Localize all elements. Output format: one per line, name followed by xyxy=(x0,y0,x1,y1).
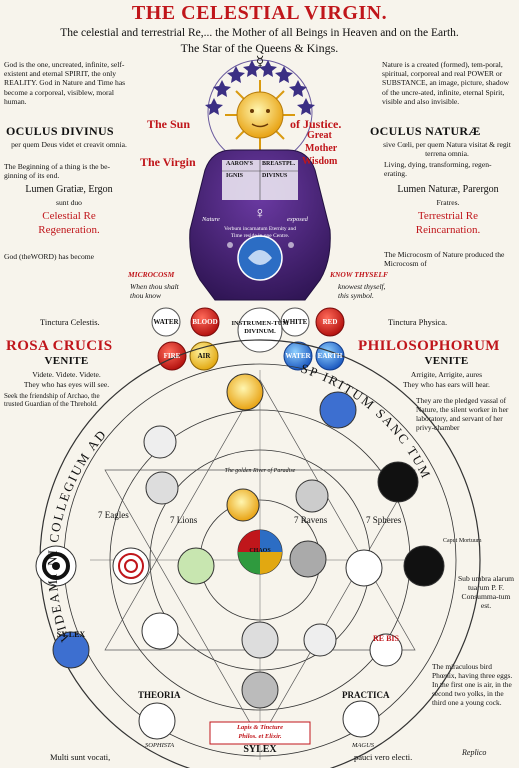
page-title: THE CELESTIAL VIRGIN. xyxy=(131,2,388,24)
sun-label: The Sun xyxy=(147,117,191,131)
knowest-label: knowest thyself, this symbol. xyxy=(338,282,386,300)
great-label: Great xyxy=(307,130,332,141)
eyes-text: They who has eyes will see. xyxy=(23,380,110,389)
air-label: AIR xyxy=(197,352,211,360)
magus-label: MAGUS xyxy=(352,742,375,749)
left-intro: God is the one, uncreated, infinite, sel… xyxy=(4,60,126,106)
right-intro: Nature is a created (formed), tem-poral,… xyxy=(382,60,509,106)
terrestrial-re: Terrestrial Re xyxy=(417,210,478,222)
signature: Replico xyxy=(462,748,487,757)
sun-face xyxy=(225,80,295,150)
breastpl-label: BREASTPL. xyxy=(262,161,296,167)
sunt-duo: sunt duo xyxy=(56,198,82,207)
nature-label: Nature xyxy=(202,216,220,223)
lapis-label: Lapis & Tincture xyxy=(237,724,283,731)
living-text: Living, dying, transforming, regen-erati… xyxy=(384,160,492,179)
oculus-naturae-line: sive Cœli, per quem Natura visitat & reg… xyxy=(383,140,511,159)
microcosm-text: The Microcosm of Nature produced the Mic… xyxy=(384,250,505,269)
aaron-label: AARON'S xyxy=(226,161,254,167)
wisdom-label: Wisdom xyxy=(302,156,338,167)
lumen-naturae: Lumen Naturæ, Parergon xyxy=(397,184,499,195)
practica-label: PRACTICA xyxy=(342,690,390,700)
vassal-text: They are the pledged vassal of Nature, t… xyxy=(416,396,509,432)
exposed-label: exposed xyxy=(287,216,308,223)
microcosm-label: MICROCOSM xyxy=(128,270,175,279)
philos-label: Philos. et Elixir. xyxy=(238,733,282,740)
ears-text: They who has ears will hear. xyxy=(403,380,490,389)
subtitle-line-1: The celestial and terrestrial Re,... the… xyxy=(60,27,459,39)
regeneration: Regeneration. xyxy=(38,224,100,236)
archao-text: Seek the friendship of Archao, the trust… xyxy=(4,392,100,408)
videte: Videte. Videte. Videte. xyxy=(32,370,101,379)
when-thou-label: When thou shalt thou know xyxy=(130,282,179,300)
know-thyself-label: KNOW THYSELF xyxy=(330,270,388,279)
subtitle-line-2: The Star of the Queens & Kings. xyxy=(180,41,339,55)
venus-symbol: ♀ xyxy=(254,205,266,222)
phoenix-text: The miraculous bird Phœnix, having three… xyxy=(432,662,513,707)
ignis-label: IGNIS xyxy=(226,173,244,179)
element-spheres-top xyxy=(151,307,345,353)
theoria-label: THEORIA xyxy=(138,690,181,700)
water-2-label: WATER xyxy=(285,352,311,360)
caput-mortuum-label: Caput Mortuum xyxy=(443,538,482,544)
justice-label: of Justice. xyxy=(290,117,342,131)
eagles-label: 7 Eagles xyxy=(98,510,129,520)
virgin-figure: ♀ xyxy=(189,149,331,301)
rebis-label: RE BIS xyxy=(372,634,399,643)
sophista-label: SOPHISTA xyxy=(145,742,175,749)
blood-label: BLOOD xyxy=(192,318,218,326)
red-label: RED xyxy=(322,318,338,326)
oculus-naturae-title: OCULUS NATURÆ xyxy=(370,124,481,138)
reincarnation: Reincarnation. xyxy=(415,224,481,236)
element-spheres-bottom xyxy=(157,341,345,371)
white-label: WHITE xyxy=(282,318,308,326)
pauci-electi: pauci vero electi. xyxy=(354,752,413,762)
ring-inscription-left: VIDEAMI NI COLLEGIUM AD xyxy=(44,426,110,644)
sylex-small-label: SY LEX xyxy=(56,630,86,639)
mother-label: Mother xyxy=(305,143,338,154)
celestial-re: Celestial Re xyxy=(42,210,96,222)
emblem-circles xyxy=(35,373,445,740)
philosophorum: PHILOSOPHORUM xyxy=(358,338,500,354)
sub-umbra: Sub umbra alarum tuarum P. F. Consumma-t… xyxy=(457,574,515,610)
instrumentum-label: INSTRUMEN-TUM DIVINUM. xyxy=(231,320,289,335)
spheres-label: 7 Spheres xyxy=(366,515,402,525)
multi-vocati: Multi sunt vocati, xyxy=(50,752,111,762)
virgin-label: The Virgin xyxy=(140,155,196,169)
fire-label: FIRE xyxy=(163,352,181,360)
fratres: Fratres. xyxy=(436,198,460,207)
divinus-label: DIVINUS xyxy=(262,173,288,179)
beginning-text: The Beginning of a thing is the be-ginni… xyxy=(4,162,111,181)
water-label: WATER xyxy=(153,318,179,326)
oculus-divinus-line: per quem Deus videt et creavit omnia. xyxy=(11,140,127,149)
chaos-label: CHAOS xyxy=(249,548,271,554)
god-word: God (theWORD) has become xyxy=(4,252,95,261)
lions-label: 7 Lions xyxy=(170,515,198,525)
verbum-label: Verbum incarnatum Eternity and Time resi… xyxy=(224,226,296,239)
tinctura-celestis: Tinctura Celestis. xyxy=(40,317,100,327)
venite-right: VENITE xyxy=(424,355,469,367)
rosa-crucis: ROSA CRUCIS xyxy=(6,338,113,354)
lumen-gratiae: Lumen Gratiæ, Ergon xyxy=(25,184,113,195)
sylex-label: SYLEX xyxy=(243,744,277,755)
mercury-symbol: ☿ xyxy=(256,55,265,70)
earth-label: EARTH xyxy=(317,352,343,360)
tinctura-physica: Tinctura Physica. xyxy=(388,317,448,327)
ravens-label: 7 Ravens xyxy=(294,515,328,525)
arrigite: Arrigite, Arrigite, aures xyxy=(410,370,483,379)
ring-inscription-right: SP IRITUM SANC TUM xyxy=(299,361,434,482)
golden-river-label: The golden River of Paradise xyxy=(224,468,296,474)
venite-left: VENITE xyxy=(44,355,89,367)
oculus-divinus-title: OCULUS DIVINUS xyxy=(6,124,114,138)
